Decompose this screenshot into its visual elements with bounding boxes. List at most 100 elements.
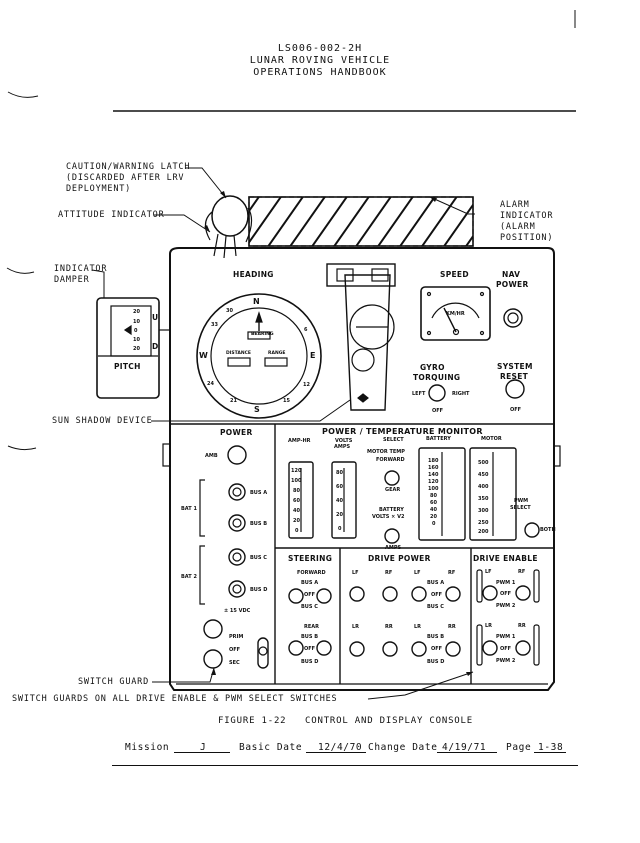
ptm-title: POWER / TEMPERATURE MONITOR (322, 427, 483, 436)
document-number: LS006-002-2H (277, 43, 363, 54)
amp-hr-tick: 120 (291, 468, 302, 474)
bus-d-label: BUS D (250, 587, 268, 593)
battery-temp-meter (418, 447, 466, 541)
drive-power-label: DRIVE POWER (368, 554, 431, 563)
speed-label: SPEED (440, 270, 469, 279)
battery-volts-label-1: BATTERY (379, 507, 404, 513)
pwm-select-label-2: SELECT (510, 505, 531, 511)
amp-hr-tick: 100 (291, 478, 302, 484)
system-reset-off: OFF (510, 407, 522, 413)
callout-caution-latch-1: CAUTION/WARNING LATCH (66, 162, 191, 172)
volts-tick: 0 (338, 526, 342, 532)
motor-tick: 500 (478, 460, 489, 466)
footer-change-date-value: 4/19/71 (442, 742, 487, 753)
dp-lf-1: LF (352, 570, 359, 576)
callout-alarm-4: POSITION) (500, 233, 554, 243)
footer-change-date-label: Change Date (368, 742, 438, 753)
compass-24: 24 (207, 381, 214, 387)
bus-b-label: BUS B (250, 521, 268, 527)
amp-hr-tick: 0 (295, 528, 299, 534)
volts-tick: 20 (336, 512, 343, 518)
de-rr: RR (518, 623, 526, 629)
footer-basic-date-label: Basic Date (239, 742, 303, 753)
steering-rear: REAR (304, 624, 319, 630)
dp-bus-c: BUS C (427, 604, 444, 610)
dp-off-1: OFF (431, 592, 443, 598)
power-off-label: OFF (229, 647, 241, 653)
amp-hr-meter (288, 461, 314, 539)
compass-30: 30 (226, 308, 233, 314)
callout-caution-latch-3: DEPLOYMENT) (66, 184, 132, 194)
temp-tick: 0 (432, 521, 436, 527)
select-switch-lower (384, 528, 400, 544)
motor-temp-label: MOTOR TEMP (367, 449, 405, 455)
nav-power-label-2: POWER (496, 280, 529, 289)
dp-off-2: OFF (431, 646, 443, 652)
volts-meter (331, 461, 357, 539)
dp-rr-2: RR (448, 624, 456, 630)
forward-label: FORWARD (376, 457, 405, 463)
compass-33: 33 (211, 322, 218, 328)
steering-off-1: OFF (304, 592, 316, 598)
heading-label: HEADING (233, 270, 274, 279)
amb-label: AMB (205, 453, 218, 459)
compass-n: N (253, 297, 260, 306)
steering-bus-c: BUS C (301, 604, 318, 610)
amp-hr-tick: 60 (293, 498, 300, 504)
temp-tick: 180 (428, 458, 439, 464)
gyro-right: RIGHT (452, 391, 470, 397)
footer-basic-date-value: 12/4/70 (318, 742, 363, 753)
bearing-label: BEARING (251, 332, 274, 337)
temp-tick: 120 (428, 479, 439, 485)
footer-mission-value: J (200, 742, 207, 753)
callout-switch-guard: SWITCH GUARD (78, 677, 150, 687)
power-label: POWER (220, 428, 253, 437)
compass-e: E (310, 351, 316, 360)
pitch-u: U (152, 313, 159, 322)
dp-rr-1: RR (385, 624, 393, 630)
gyro-torquing-switch (428, 384, 446, 402)
speed-unit: KM/HR (446, 311, 465, 317)
compass-w: W (199, 351, 209, 360)
sec-label: SEC (229, 660, 240, 666)
compass-6: 6 (304, 327, 308, 333)
range-label: RANGE (268, 351, 286, 356)
motor-temp-meter (469, 447, 517, 541)
amps-label: AMPS (334, 444, 351, 450)
pitch-scale-10a: 10 (133, 319, 140, 325)
callout-sun-shadow: SUN SHADOW DEVICE (52, 416, 153, 426)
dp-lf-2: LF (414, 570, 421, 576)
temp-tick: 100 (428, 486, 439, 492)
de-pwm2-a: PWM 2 (496, 603, 516, 609)
de-pwm1-a: PWM 1 (496, 580, 516, 586)
volts-label: VOLTS (335, 438, 353, 444)
prim-label: PRIM (229, 634, 244, 640)
system-reset-label-2: RESET (500, 372, 529, 381)
select-amps-label: AMPS (385, 545, 402, 551)
dp-rf-2: RF (448, 570, 456, 576)
compass-s: S (254, 405, 261, 414)
bus-c-label: BUS C (250, 555, 267, 561)
de-lr: LR (485, 623, 493, 629)
amp-hr-label: AMP-HR (288, 438, 311, 444)
volts-tick: 80 (336, 470, 343, 476)
gear-label: GEAR (385, 487, 401, 493)
de-off-1: OFF (500, 591, 512, 597)
steering-bus-b: BUS B (301, 634, 319, 640)
battery-label: BATTERY (426, 436, 451, 442)
temp-tick: 160 (428, 465, 439, 471)
callout-indicator-damper-1: INDICATOR (54, 264, 108, 274)
footer-rule (112, 765, 578, 766)
de-lf: LF (485, 569, 492, 575)
motor-tick: 450 (478, 472, 489, 478)
pwm-select-switch (524, 522, 540, 538)
gyro-left: LEFT (412, 391, 426, 397)
motor-tick: 350 (478, 496, 489, 502)
dp-bus-a: BUS A (427, 580, 445, 586)
battery-volts-label-2: VOLTS × V2 (372, 514, 405, 520)
pitch-scale-20a: 20 (133, 309, 140, 315)
de-pwm2-b: PWM 2 (496, 658, 516, 664)
volts-tick: 40 (336, 498, 343, 504)
volts-tick: 60 (336, 484, 343, 490)
